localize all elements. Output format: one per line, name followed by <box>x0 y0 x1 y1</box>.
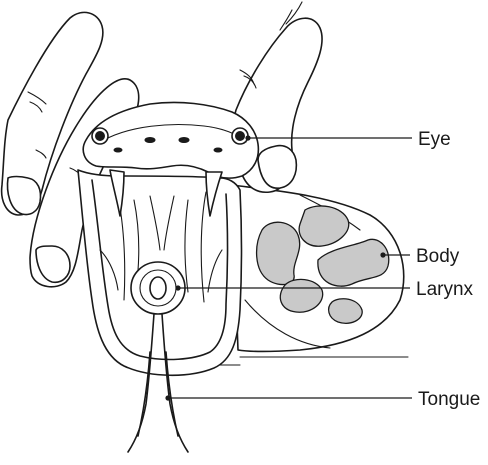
label-body: Body <box>416 246 460 267</box>
leader-tongue <box>165 395 412 400</box>
ground-lines <box>210 357 408 365</box>
label-larynx: Larynx <box>416 279 474 300</box>
label-tongue: Tongue <box>418 389 480 410</box>
label-eye: Eye <box>418 129 451 150</box>
